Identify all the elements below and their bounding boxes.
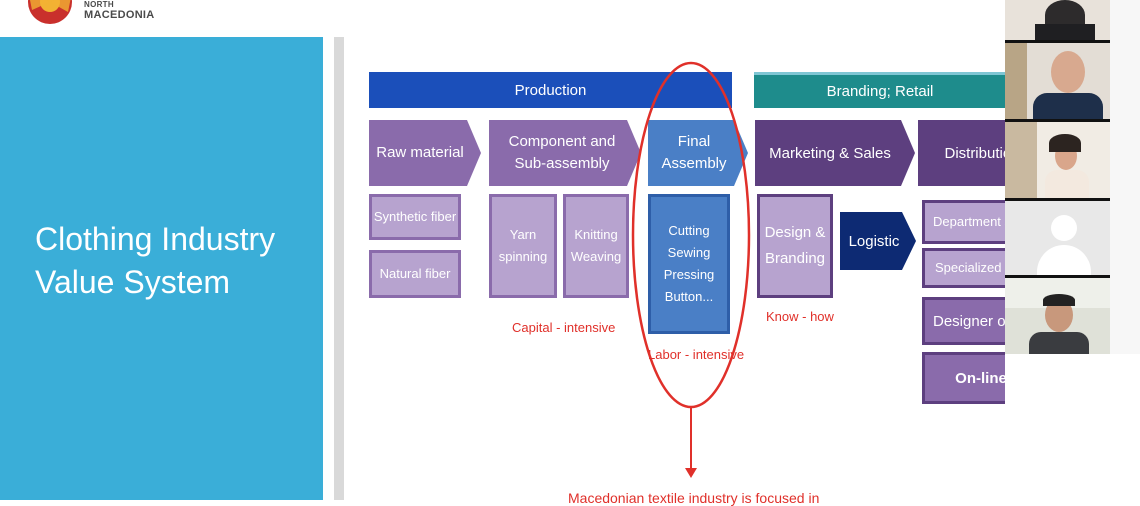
highlight-ellipse xyxy=(631,61,751,478)
tile-separator xyxy=(1005,275,1110,278)
slide-divider xyxy=(334,37,344,500)
participants-panel-empty xyxy=(1005,354,1140,500)
logo-line-2: MACEDONIA xyxy=(84,9,155,21)
participant-tile-3[interactable] xyxy=(1005,122,1110,198)
slide-title: Clothing Industry Value System xyxy=(35,221,276,300)
participant-tile-4[interactable] xyxy=(1005,201,1110,275)
assembly-item-tasks: Cutting Sewing Pressing Button... xyxy=(648,194,730,334)
slide-top-bar xyxy=(0,0,1005,37)
participant-tile-1[interactable] xyxy=(1005,0,1110,40)
component-item-knitting: Knitting Weaving xyxy=(563,194,629,298)
tile-separator xyxy=(1005,40,1110,43)
note-capital-intensive: Capital - intensive xyxy=(512,320,616,335)
header-production: Production xyxy=(369,72,732,108)
stage-marketing-sales: Marketing & Sales xyxy=(755,120,915,186)
stage-raw-material: Raw material xyxy=(369,120,481,186)
slide-title-panel xyxy=(0,37,323,500)
participant-tile-2[interactable] xyxy=(1005,43,1110,119)
marketing-item-design: Design & Branding xyxy=(757,194,833,298)
logistic-arrow: Logistic xyxy=(840,212,916,270)
component-item-yarn: Yarn spinning xyxy=(489,194,557,298)
note-labor-intensive: Labor - intensive xyxy=(648,347,745,362)
raw-item-natural: Natural fiber xyxy=(369,250,461,298)
tile-separator xyxy=(1005,119,1110,122)
header-branding-retail: Branding; Retail xyxy=(754,72,1006,108)
logo-line-1: NORTH xyxy=(84,0,114,9)
stage-component: Component and Sub-assembly xyxy=(489,120,641,186)
note-bottom-text: Macedonian textile industry is focused i… xyxy=(568,490,820,506)
note-know-how: Know - how xyxy=(766,309,834,324)
stage-final-assembly: Final Assembly xyxy=(648,120,748,186)
avatar-placeholder-icon xyxy=(1051,215,1077,241)
raw-item-synthetic: Synthetic fiber xyxy=(369,194,461,240)
logo-text: NORTH MACEDONIA xyxy=(84,0,155,21)
north-macedonia-logo-icon xyxy=(28,0,72,24)
tile-separator xyxy=(1005,198,1110,201)
participants-scroll-edge xyxy=(1110,0,1140,354)
participant-tile-5[interactable] xyxy=(1005,278,1110,354)
